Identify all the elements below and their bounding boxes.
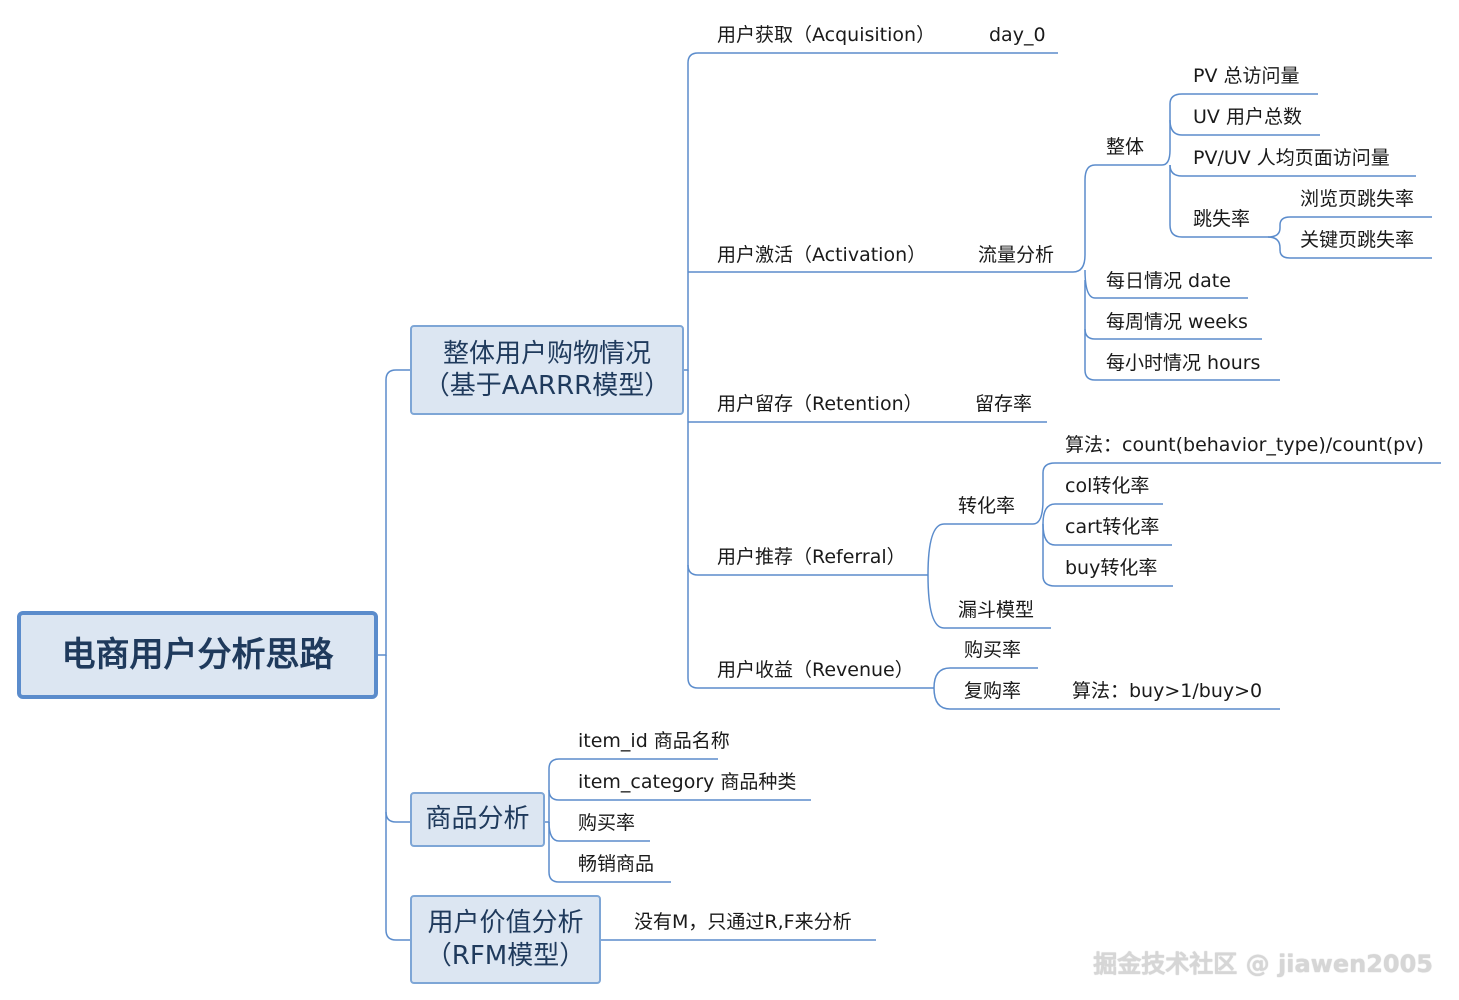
node-overall[interactable]: 整体: [1106, 136, 1145, 158]
node-bounce-key[interactable]: 关键页跳失率: [1300, 229, 1415, 251]
node-product-purchase-rate[interactable]: 购买率: [578, 812, 636, 834]
branch-rfm-line1: 用户价值分析: [427, 908, 584, 938]
node-referral[interactable]: 用户推荐（Referral）: [717, 546, 906, 568]
node-traffic-analysis[interactable]: 流量分析: [978, 244, 1055, 266]
node-daily[interactable]: 每日情况 date: [1106, 270, 1231, 292]
node-buy-conversion[interactable]: buy转化率: [1065, 557, 1158, 579]
node-conversion-rate[interactable]: 转化率: [958, 495, 1016, 517]
node-weekly[interactable]: 每周情况 weeks: [1106, 311, 1248, 333]
node-revenue[interactable]: 用户收益（Revenue）: [717, 659, 914, 681]
node-conversion-algorithm[interactable]: 算法：count(behavior_type)/count(pv): [1065, 434, 1424, 456]
node-purchase-rate[interactable]: 购买率: [964, 639, 1022, 661]
node-acquisition[interactable]: 用户获取（Acquisition）: [717, 24, 936, 46]
node-bounce-rate[interactable]: 跳失率: [1193, 208, 1251, 230]
branch-product-label: 商品分析: [425, 804, 530, 835]
branch-overall-line1: 整体用户购物情况: [442, 338, 651, 369]
node-hourly[interactable]: 每小时情况 hours: [1106, 352, 1261, 374]
root-node[interactable]: 电商用户分析思路: [17, 611, 378, 699]
node-uv[interactable]: UV 用户总数: [1193, 106, 1302, 128]
node-retention[interactable]: 用户留存（Retention）: [717, 393, 923, 415]
branch-user-value[interactable]: 用户价值分析 （RFM模型）: [410, 895, 601, 984]
node-repurchase-algorithm[interactable]: 算法：buy>1/buy>0: [1072, 680, 1263, 702]
node-funnel-model[interactable]: 漏斗模型: [958, 599, 1035, 621]
branch-rfm-line2: （RFM模型）: [425, 940, 586, 971]
root-label: 电商用户分析思路: [61, 634, 334, 675]
node-pv-uv[interactable]: PV/UV 人均页面访问量: [1193, 147, 1390, 169]
node-item-id[interactable]: item_id 商品名称: [578, 730, 730, 752]
node-activation[interactable]: 用户激活（Activation）: [717, 244, 927, 266]
node-retention-rate[interactable]: 留存率: [975, 393, 1033, 415]
node-best-seller[interactable]: 畅销商品: [578, 853, 655, 875]
node-cart-conversion[interactable]: cart转化率: [1065, 516, 1160, 538]
branch-overall-shopping[interactable]: 整体用户购物情况 （基于AARRR模型）: [410, 325, 684, 415]
node-col-conversion[interactable]: col转化率: [1065, 475, 1150, 497]
node-item-category[interactable]: item_category 商品种类: [578, 771, 797, 793]
branch-overall-line2: （基于AARRR模型）: [423, 371, 671, 401]
node-pv[interactable]: PV 总访问量: [1193, 65, 1300, 87]
watermark-text: 掘金技术社区 @ jiawen2005: [1093, 950, 1433, 978]
node-repurchase-rate[interactable]: 复购率: [964, 680, 1022, 702]
node-bounce-browse[interactable]: 浏览页跳失率: [1300, 188, 1415, 210]
node-day0[interactable]: day_0: [989, 24, 1046, 46]
node-rfm-note[interactable]: 没有M，只通过R,F来分析: [634, 911, 852, 933]
branch-product-analysis[interactable]: 商品分析: [410, 792, 545, 847]
